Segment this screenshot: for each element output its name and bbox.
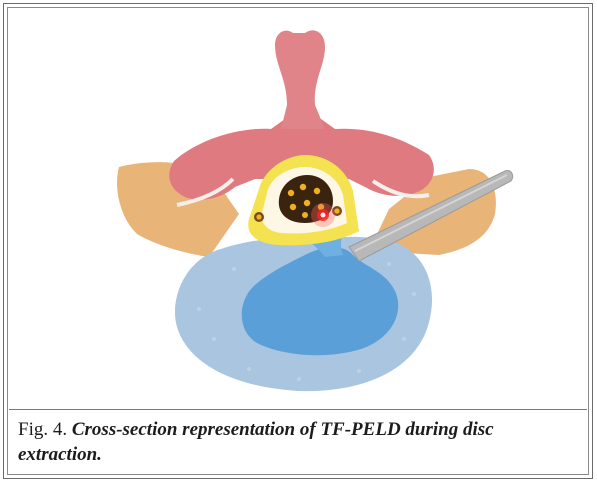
figure-caption-text: Cross-section representation of TF-PELD … [18,419,494,465]
figure-caption: Fig. 4. Cross-section representation of … [18,417,578,467]
laser-spot [311,203,335,227]
spine-cross-section-illustration [9,9,588,405]
figure-frame: Fig. 4. Cross-section representation of … [3,3,593,479]
caption-divider [9,409,587,410]
figure-label: Fig. 4. [18,419,67,440]
spinous-process [275,30,325,129]
exiting-root-left [254,212,264,222]
